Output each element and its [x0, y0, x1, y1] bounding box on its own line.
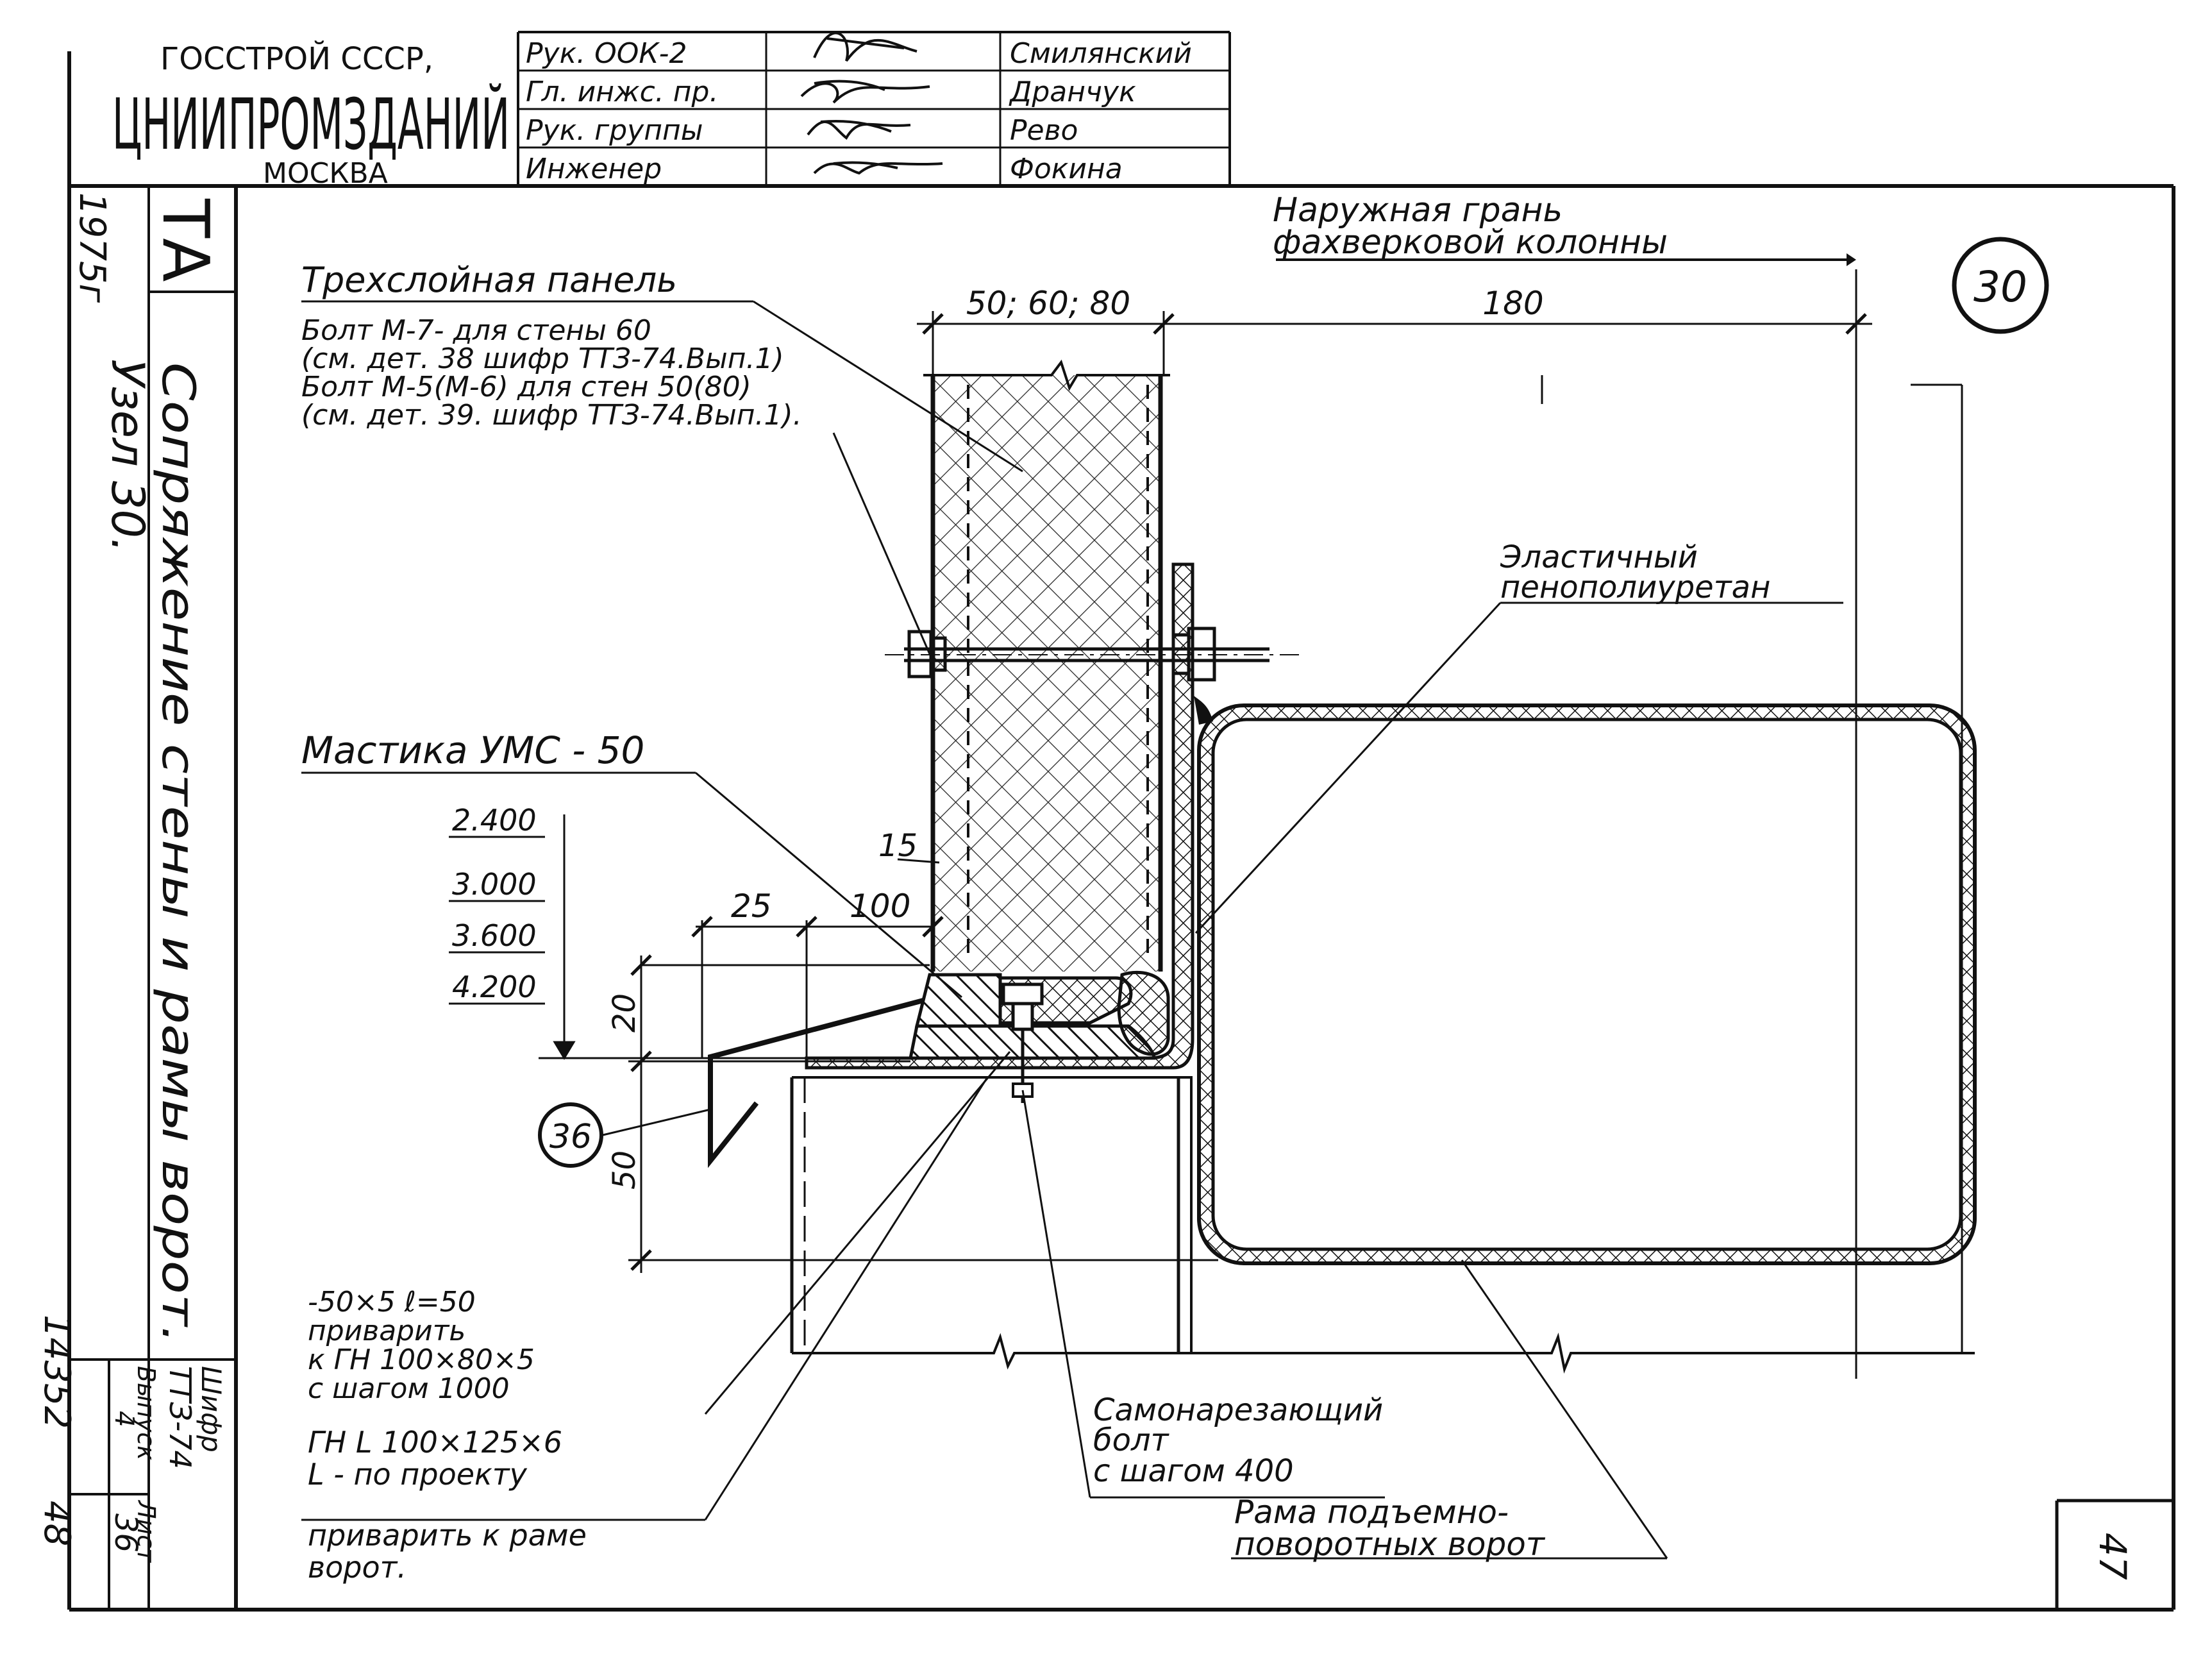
- issue-label: Выпуск: [132, 1366, 160, 1460]
- name-2: Дранчук: [1009, 76, 1136, 108]
- angle-note-4: ворот.: [308, 1550, 406, 1585]
- series-code: ТТЗ-74: [163, 1366, 197, 1469]
- drip-flashing: [708, 998, 925, 1168]
- sheet-frame: [67, 51, 2175, 1612]
- frame-label-2: поворотных ворот: [1234, 1526, 1546, 1563]
- bolt-note-2: (см. дет. 38 шифр ТТЗ-74.Вып.1): [301, 342, 784, 375]
- dim-panel-thickness: 50; 60; 80: [966, 285, 1130, 322]
- node-marker: 30: [1952, 237, 2049, 334]
- name-3: Рево: [1010, 114, 1078, 147]
- issue-number: 4: [109, 1411, 138, 1427]
- angle-note-1: ГН L 100×125×6: [308, 1425, 562, 1460]
- ref-node-marker: 36: [538, 1102, 603, 1168]
- plate-note-3: к ГН 100×80×5: [308, 1343, 535, 1376]
- outer-face-arrow: [1276, 253, 1856, 266]
- series-label: Шифр: [196, 1366, 227, 1453]
- elastic-line2: пенополиуретан: [1500, 569, 1770, 605]
- self-tapping-1: Самонарезающий: [1093, 1392, 1383, 1428]
- sheet-section: ТА: [148, 198, 223, 282]
- name-4: Фокина: [1010, 153, 1123, 185]
- org-name: ЦНИИПРОМЗДАНИЙ: [112, 83, 510, 165]
- signature-1: [813, 31, 917, 62]
- sheet-subtitle: Узел 30.: [101, 359, 154, 552]
- role-3: Рук. группы: [526, 114, 703, 147]
- gate-frame-tube: [1194, 696, 1977, 1265]
- mastic-label: Мастика УМС - 50: [301, 728, 644, 772]
- name-1: Смилянский: [1010, 37, 1192, 70]
- panel-bolt: [885, 627, 1302, 682]
- self-tapping-2: болт: [1093, 1422, 1170, 1458]
- org-line1: ГОССТРОЙ СССР,: [160, 40, 433, 77]
- frame-label-1: Рама подъемно-: [1234, 1494, 1509, 1531]
- angle-note-2: L - по проекту: [308, 1457, 528, 1492]
- sheet-label: Лист: [132, 1499, 160, 1563]
- node-number: 30: [1973, 262, 2027, 312]
- bolt-note-3: Болт М-5(М-6) для стен 50(80): [301, 371, 751, 403]
- org-city: МОСКВА: [263, 157, 388, 190]
- dimension-lines: [449, 269, 1963, 1379]
- panel-label: Трехслойная панель: [301, 260, 677, 300]
- dim-offset: 180: [1482, 285, 1543, 322]
- seal-area: [908, 970, 1170, 1103]
- level-3: 3.600: [452, 918, 537, 953]
- corner-number: 47: [2091, 1533, 2134, 1580]
- sandwich-panel: [923, 359, 1170, 972]
- sheet-title: Сопряжение стены и рамы ворот.: [152, 362, 205, 1343]
- signature-2: [800, 80, 930, 104]
- outer-face-line2: фахверковой колонны: [1273, 223, 1668, 262]
- role-1: Рук. ООК-2: [526, 37, 687, 70]
- elastic-line1: Эластичный: [1500, 539, 1698, 575]
- outer-face-line1: Наружная грань: [1273, 191, 1563, 230]
- plate-note-2: приварить: [308, 1315, 465, 1347]
- ref-node-number: 36: [549, 1118, 592, 1156]
- role-4: Инженер: [526, 153, 662, 185]
- leader-lines: [301, 300, 1843, 1560]
- sheet-year: 1975г: [71, 192, 113, 303]
- level-1: 2.400: [452, 803, 537, 838]
- dim-15: 15: [878, 828, 917, 864]
- plate-note-4: с шагом 1000: [308, 1372, 510, 1405]
- steel-angle: [805, 562, 1194, 1070]
- angle-note-3: приварить к раме: [308, 1518, 587, 1553]
- side-strip: [69, 186, 236, 1610]
- signature-4: [813, 161, 943, 175]
- inv-number: 14352: [36, 1315, 78, 1429]
- dim-100: 100: [850, 888, 910, 925]
- role-2: Гл. инжс. пр.: [526, 76, 718, 108]
- wall-base: [790, 1076, 1975, 1374]
- bolt-note-4: (см. дет. 39. шифр ТТЗ-74.Вып.1).: [301, 399, 802, 432]
- dim-20: 20: [607, 993, 642, 1032]
- page-number: 48: [36, 1501, 78, 1546]
- level-4: 4.200: [452, 970, 537, 1004]
- level-2: 3.000: [452, 867, 537, 902]
- title-block: [517, 31, 1231, 186]
- dim-50: 50: [607, 1150, 642, 1190]
- dim-25: 25: [731, 888, 772, 925]
- self-tapping-3: с шагом 400: [1093, 1453, 1294, 1489]
- plate-note-1: -50×5 ℓ=50: [308, 1286, 476, 1318]
- signature-3: [807, 120, 911, 140]
- sheet-number: 36: [108, 1513, 144, 1553]
- bolt-note-1: Болт М-7- для стены 60: [301, 314, 651, 347]
